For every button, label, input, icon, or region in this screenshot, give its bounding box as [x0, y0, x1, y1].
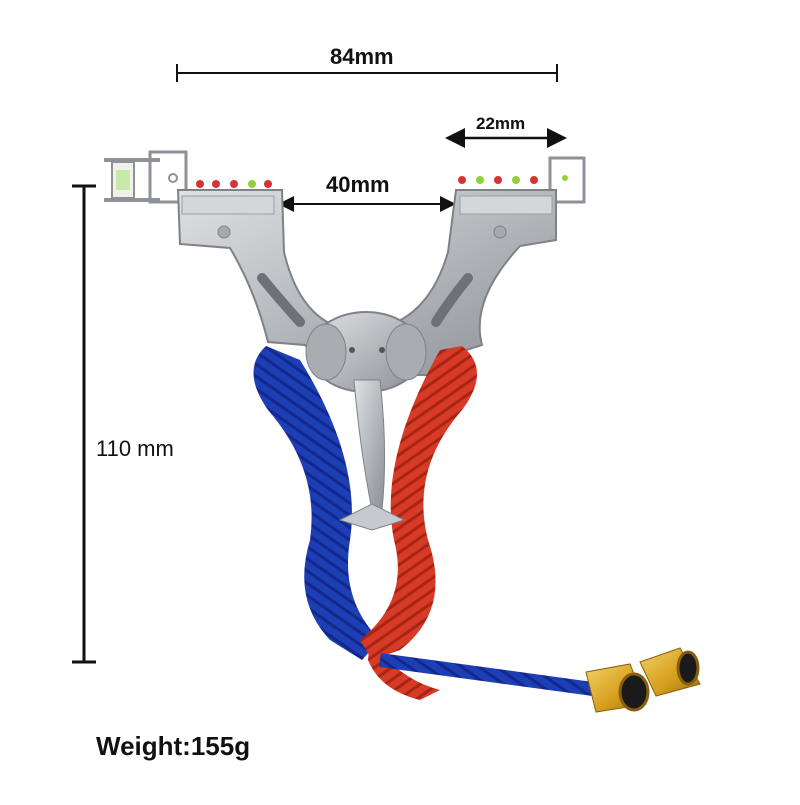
- gold-ammo-cups: [585, 647, 701, 713]
- width-dimension-line: [176, 64, 558, 82]
- overall-width-label: 84mm: [330, 44, 394, 69]
- sight-width-label: 22mm: [476, 114, 526, 133]
- sight-beads-left: [196, 180, 272, 188]
- metal-frame: [176, 189, 557, 376]
- right-sight-frame: [548, 156, 586, 204]
- sight-beads-right: [458, 176, 538, 184]
- left-level-sight: [104, 150, 188, 204]
- height-label: 110 mm: [96, 436, 174, 461]
- height-dimension-line: [72, 184, 96, 664]
- weight-label: Weight:155g: [96, 731, 251, 761]
- fork-gap-label: 40mm: [326, 172, 390, 197]
- wrapped-handle: [253, 346, 601, 700]
- elephant-head-emblem: [305, 311, 427, 531]
